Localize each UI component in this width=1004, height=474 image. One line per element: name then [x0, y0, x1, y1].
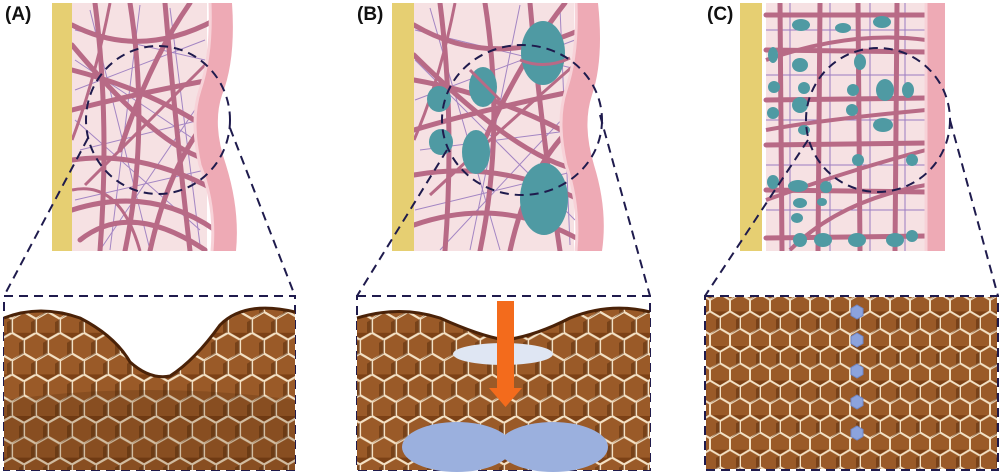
cell: [846, 104, 858, 116]
cell: [876, 79, 894, 101]
cell: [788, 180, 808, 192]
cell: [848, 233, 866, 247]
panel-label-b: (B): [357, 4, 384, 25]
epithelium-a: [195, 3, 237, 251]
lattice-depth-shading-a: [4, 390, 295, 470]
cell: [854, 54, 866, 70]
lattice-b: [356, 301, 651, 472]
basement-membrane-c: [740, 3, 762, 251]
cell: [902, 82, 914, 98]
zoom-line-right-b: [599, 114, 651, 297]
cell: [768, 47, 778, 63]
cell: [817, 198, 827, 206]
tissue-schematic-a: [52, 2, 237, 252]
epithelium-edge-a: [193, 2, 215, 252]
cell: [886, 233, 904, 247]
cell: [873, 16, 891, 28]
cell: [427, 86, 451, 112]
basement-membrane-b: [392, 3, 414, 251]
cells-c: [767, 16, 918, 247]
cell: [873, 118, 893, 132]
cell: [814, 233, 832, 247]
defect-marker: [850, 304, 864, 320]
cell: [793, 233, 807, 247]
epithelium-edge-b: [559, 2, 579, 252]
cell: [852, 154, 864, 166]
cell: [521, 21, 565, 85]
cell: [767, 175, 779, 189]
cell: [767, 107, 779, 119]
epithelium-c: [926, 3, 945, 251]
panel-label-a: (A): [5, 4, 32, 25]
cell: [462, 130, 490, 174]
cell: [792, 19, 810, 31]
defect-large-right: [498, 422, 608, 472]
lattice-c: [706, 297, 997, 469]
tissue-schematic-b: [392, 2, 604, 252]
cell: [520, 163, 568, 235]
defect-marker: [850, 363, 864, 379]
zoom-circle-a: [85, 45, 231, 195]
zoom-line-left-c: [704, 139, 809, 297]
panel-b: [356, 2, 651, 472]
zoom-box-c: [704, 295, 999, 471]
lattice-surface-a: [4, 308, 295, 470]
cell: [835, 23, 851, 33]
fiber-overlay-b: [468, 56, 571, 102]
cell: [791, 213, 803, 223]
lattice-a: [3, 306, 296, 470]
defect-markers-c: [850, 304, 864, 441]
lattice-surface-c: [706, 297, 997, 469]
cell: [792, 97, 808, 113]
cell: [793, 198, 807, 208]
cell: [847, 84, 859, 96]
defect-marker: [850, 332, 864, 348]
tissue-schematic-c: [740, 3, 945, 251]
panel-c: [704, 3, 999, 471]
cell: [820, 181, 832, 193]
down-arrow-icon: [489, 301, 522, 407]
panel-a: [3, 2, 296, 471]
cell: [768, 81, 780, 93]
cell: [906, 154, 918, 166]
epithelium-b: [561, 3, 604, 251]
cell: [798, 82, 810, 94]
defect-marker: [850, 425, 864, 441]
zoom-line-right-c: [949, 119, 999, 297]
basement-membrane-a: [52, 3, 72, 251]
defect-large-left: [402, 422, 512, 472]
zoom-line-right-a: [229, 127, 296, 297]
cell: [906, 230, 918, 242]
cell: [792, 58, 808, 72]
defect-marker: [850, 394, 864, 410]
lattice-surface-shading-a: [3, 306, 296, 379]
panel-label-c: (C): [707, 4, 734, 25]
zoom-line-left-b: [356, 149, 448, 297]
